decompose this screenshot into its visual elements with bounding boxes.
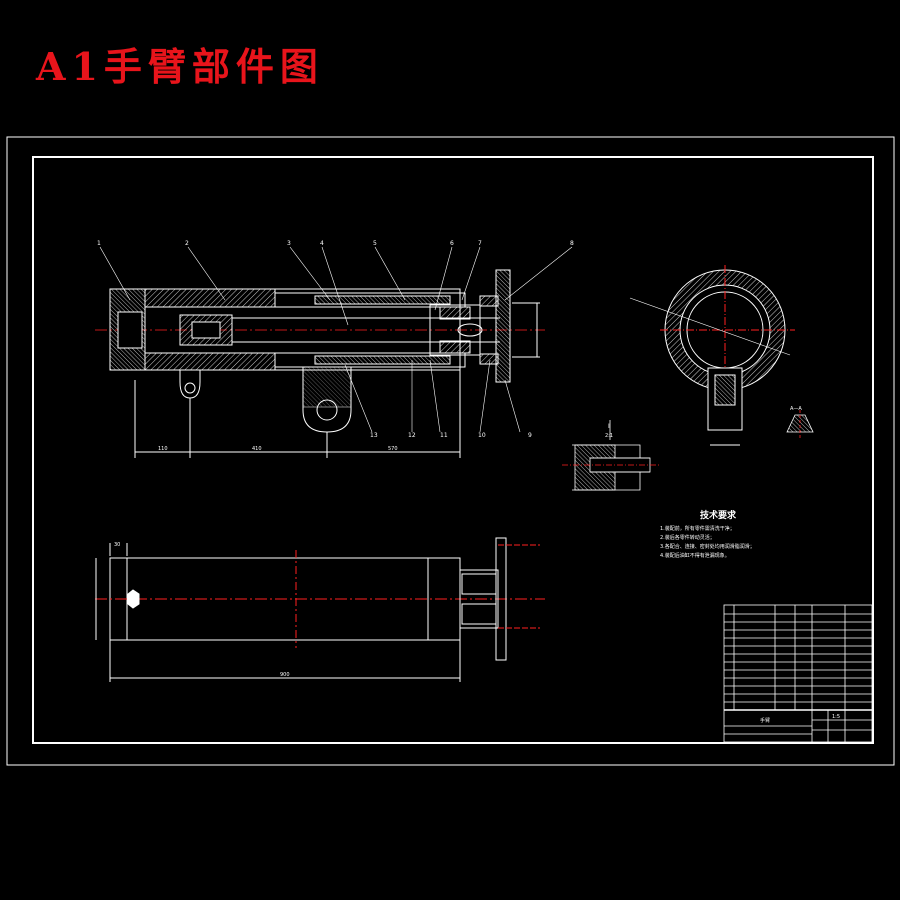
- callout-11: 11: [440, 432, 448, 439]
- page-title: A1手臂部件图: [36, 44, 324, 89]
- callout-12: 12: [408, 432, 416, 439]
- callout-4: 4: [320, 240, 324, 247]
- dim-570: 570: [388, 446, 398, 452]
- outer-frame: [6, 136, 895, 766]
- section-aa: [786, 410, 814, 440]
- tech-req-4: 4.装配后油缸不得有泄漏现象。: [660, 552, 730, 559]
- callout-9: 9: [528, 432, 532, 439]
- dim-30: 30: [114, 542, 120, 548]
- title-block-scale: 1:5: [832, 714, 840, 720]
- dim-410: 410: [252, 446, 262, 452]
- dim-900: 900: [280, 672, 290, 678]
- callout-7: 7: [478, 240, 482, 247]
- callout-10: 10: [478, 432, 486, 439]
- callout-13: 13: [370, 432, 378, 439]
- inner-frame: [32, 156, 874, 744]
- callout-1: 1: [97, 240, 101, 247]
- callout-5: 5: [373, 240, 377, 247]
- detail-label: I: [608, 423, 610, 430]
- tech-req-2: 2.装后各零件转动灵活；: [660, 534, 715, 541]
- dim-110: 110: [158, 446, 168, 452]
- title-block-part-name: 手臂: [760, 717, 770, 724]
- callout-leaders: [99, 246, 573, 433]
- detail-scale: 2:1: [605, 433, 613, 439]
- title-block: [723, 604, 873, 743]
- main-section-view: [95, 269, 545, 458]
- end-view: [629, 265, 795, 446]
- callout-6: 6: [450, 240, 454, 247]
- tech-req-1: 1.装配前，所有零件需清洗干净；: [660, 525, 735, 532]
- callout-2: 2: [185, 240, 189, 247]
- detail-view: [562, 420, 660, 491]
- tech-requirements-title: 技术要求: [700, 509, 737, 521]
- callout-8: 8: [570, 240, 574, 247]
- section-label: A—A: [790, 406, 802, 412]
- top-view: [95, 537, 545, 682]
- callout-3: 3: [287, 240, 291, 247]
- tech-req-3: 3.各配合、连接、密封处均用润滑脂润滑；: [660, 543, 755, 550]
